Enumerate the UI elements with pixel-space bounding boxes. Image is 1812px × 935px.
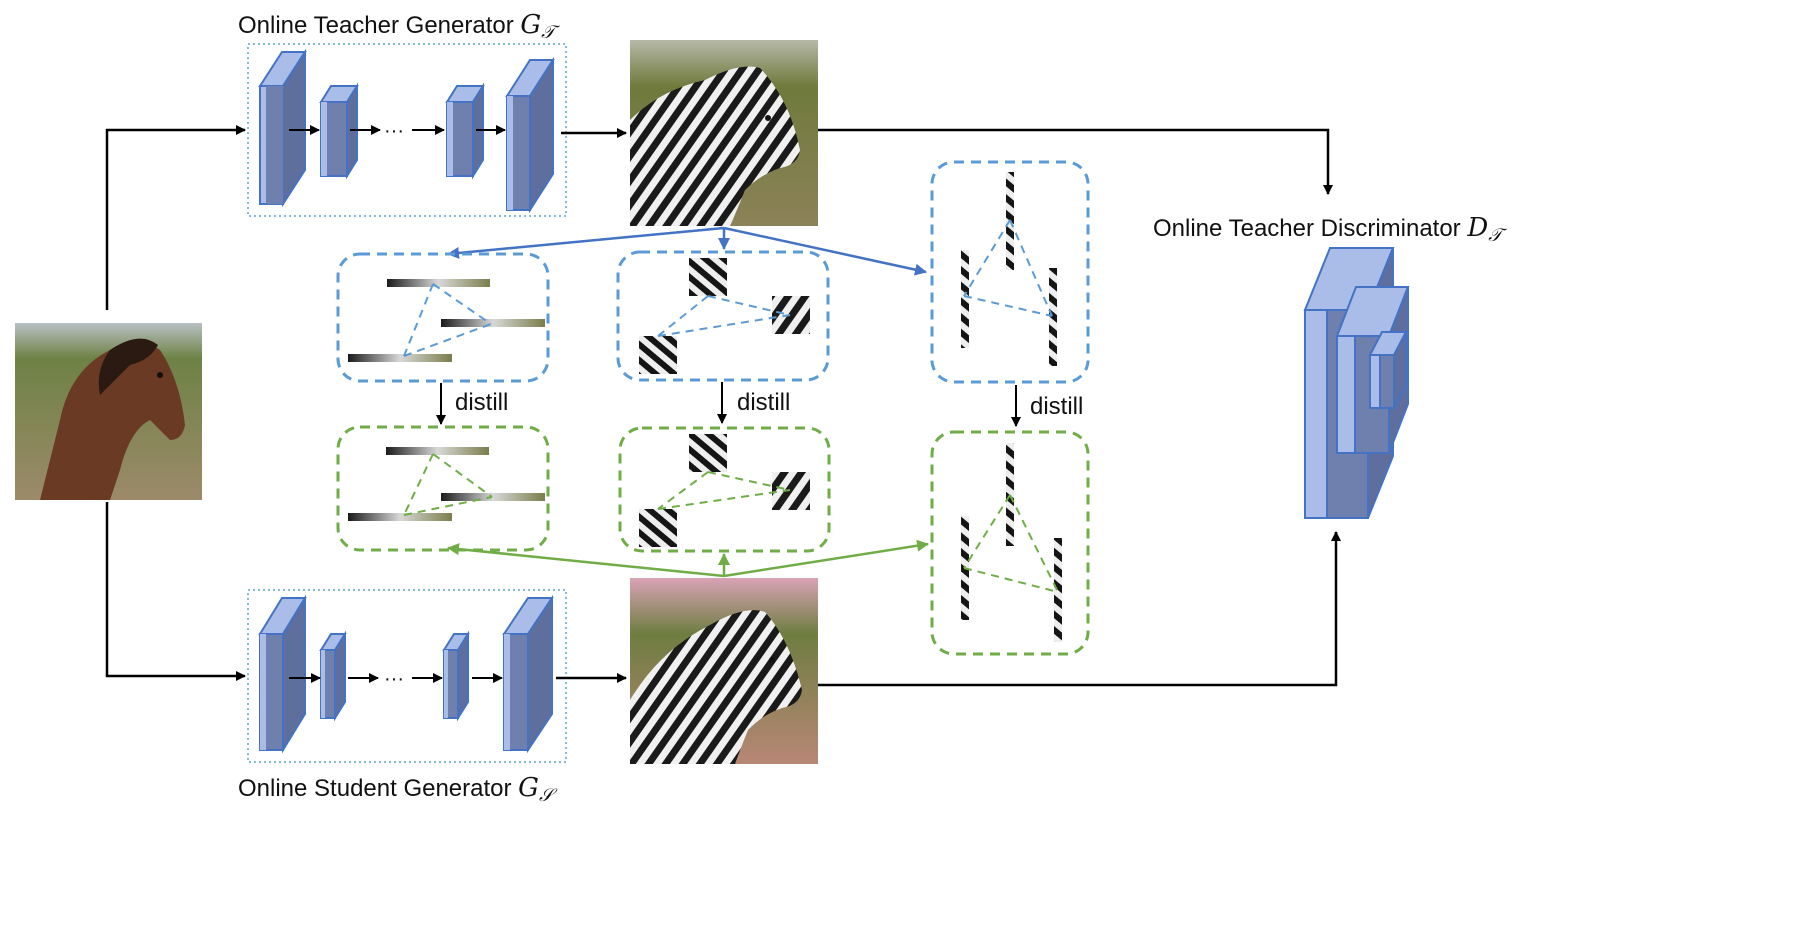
student-dots: ···: [384, 668, 404, 690]
patch: [772, 472, 810, 510]
discriminator-title: Online Teacher Discriminator D𝒯: [1153, 213, 1507, 246]
patch: [441, 493, 545, 501]
student-block-2: [319, 630, 347, 722]
teacher-block-3: [445, 82, 485, 180]
patch: [689, 258, 727, 296]
teacher-to-discriminator-arrow: [818, 128, 1333, 195]
teacher-patch-box-2: [616, 250, 830, 382]
student-to-discriminator-arrow: [818, 531, 1341, 687]
student-patch-box-2: [618, 426, 831, 553]
student-block-4: [502, 594, 554, 754]
patch: [639, 336, 677, 374]
distill-label-3: distill: [1030, 393, 1083, 420]
teacher-patch-arrows: [447, 226, 927, 276]
teacher-output-zebra-image: [630, 40, 818, 226]
student-generator: ···: [247, 589, 567, 763]
patch: [441, 319, 545, 327]
teacher-title: Online Teacher Generator G𝒯: [238, 10, 560, 43]
patch: [689, 434, 727, 472]
student-output-zebra-image: [630, 578, 818, 764]
distill-label-1: distill: [455, 389, 508, 416]
patch: [1049, 268, 1057, 366]
student-patch-arrows: [447, 539, 929, 578]
patch: [387, 279, 490, 287]
teacher-generator: ···: [247, 43, 567, 217]
patch: [639, 509, 677, 547]
patch: [1006, 443, 1014, 546]
input-horse-image: [15, 323, 202, 500]
patch: [386, 447, 489, 455]
patch: [348, 354, 452, 362]
teacher-discriminator: [1303, 247, 1410, 519]
patch: [348, 513, 452, 521]
student-patch-box-3: [930, 430, 1090, 656]
teacher-patch-box-1: [336, 252, 550, 383]
teacher-block-4: [505, 56, 555, 214]
student-title: Online Student Generator G𝒮: [238, 773, 558, 806]
student-block-3: [442, 630, 470, 722]
patch: [961, 250, 969, 348]
student-block-1: [258, 594, 307, 754]
patch: [772, 296, 810, 334]
teacher-block-1: [258, 48, 307, 208]
teacher-patch-box-3: [930, 160, 1090, 384]
teacher-dots: ···: [384, 120, 404, 142]
distill-arrows: [436, 382, 1021, 427]
teacher-block-2: [319, 82, 359, 180]
distill-label-2: distill: [737, 389, 790, 416]
patch: [1054, 538, 1062, 642]
input-connectors: [105, 125, 246, 681]
student-patch-box-1: [336, 425, 550, 552]
